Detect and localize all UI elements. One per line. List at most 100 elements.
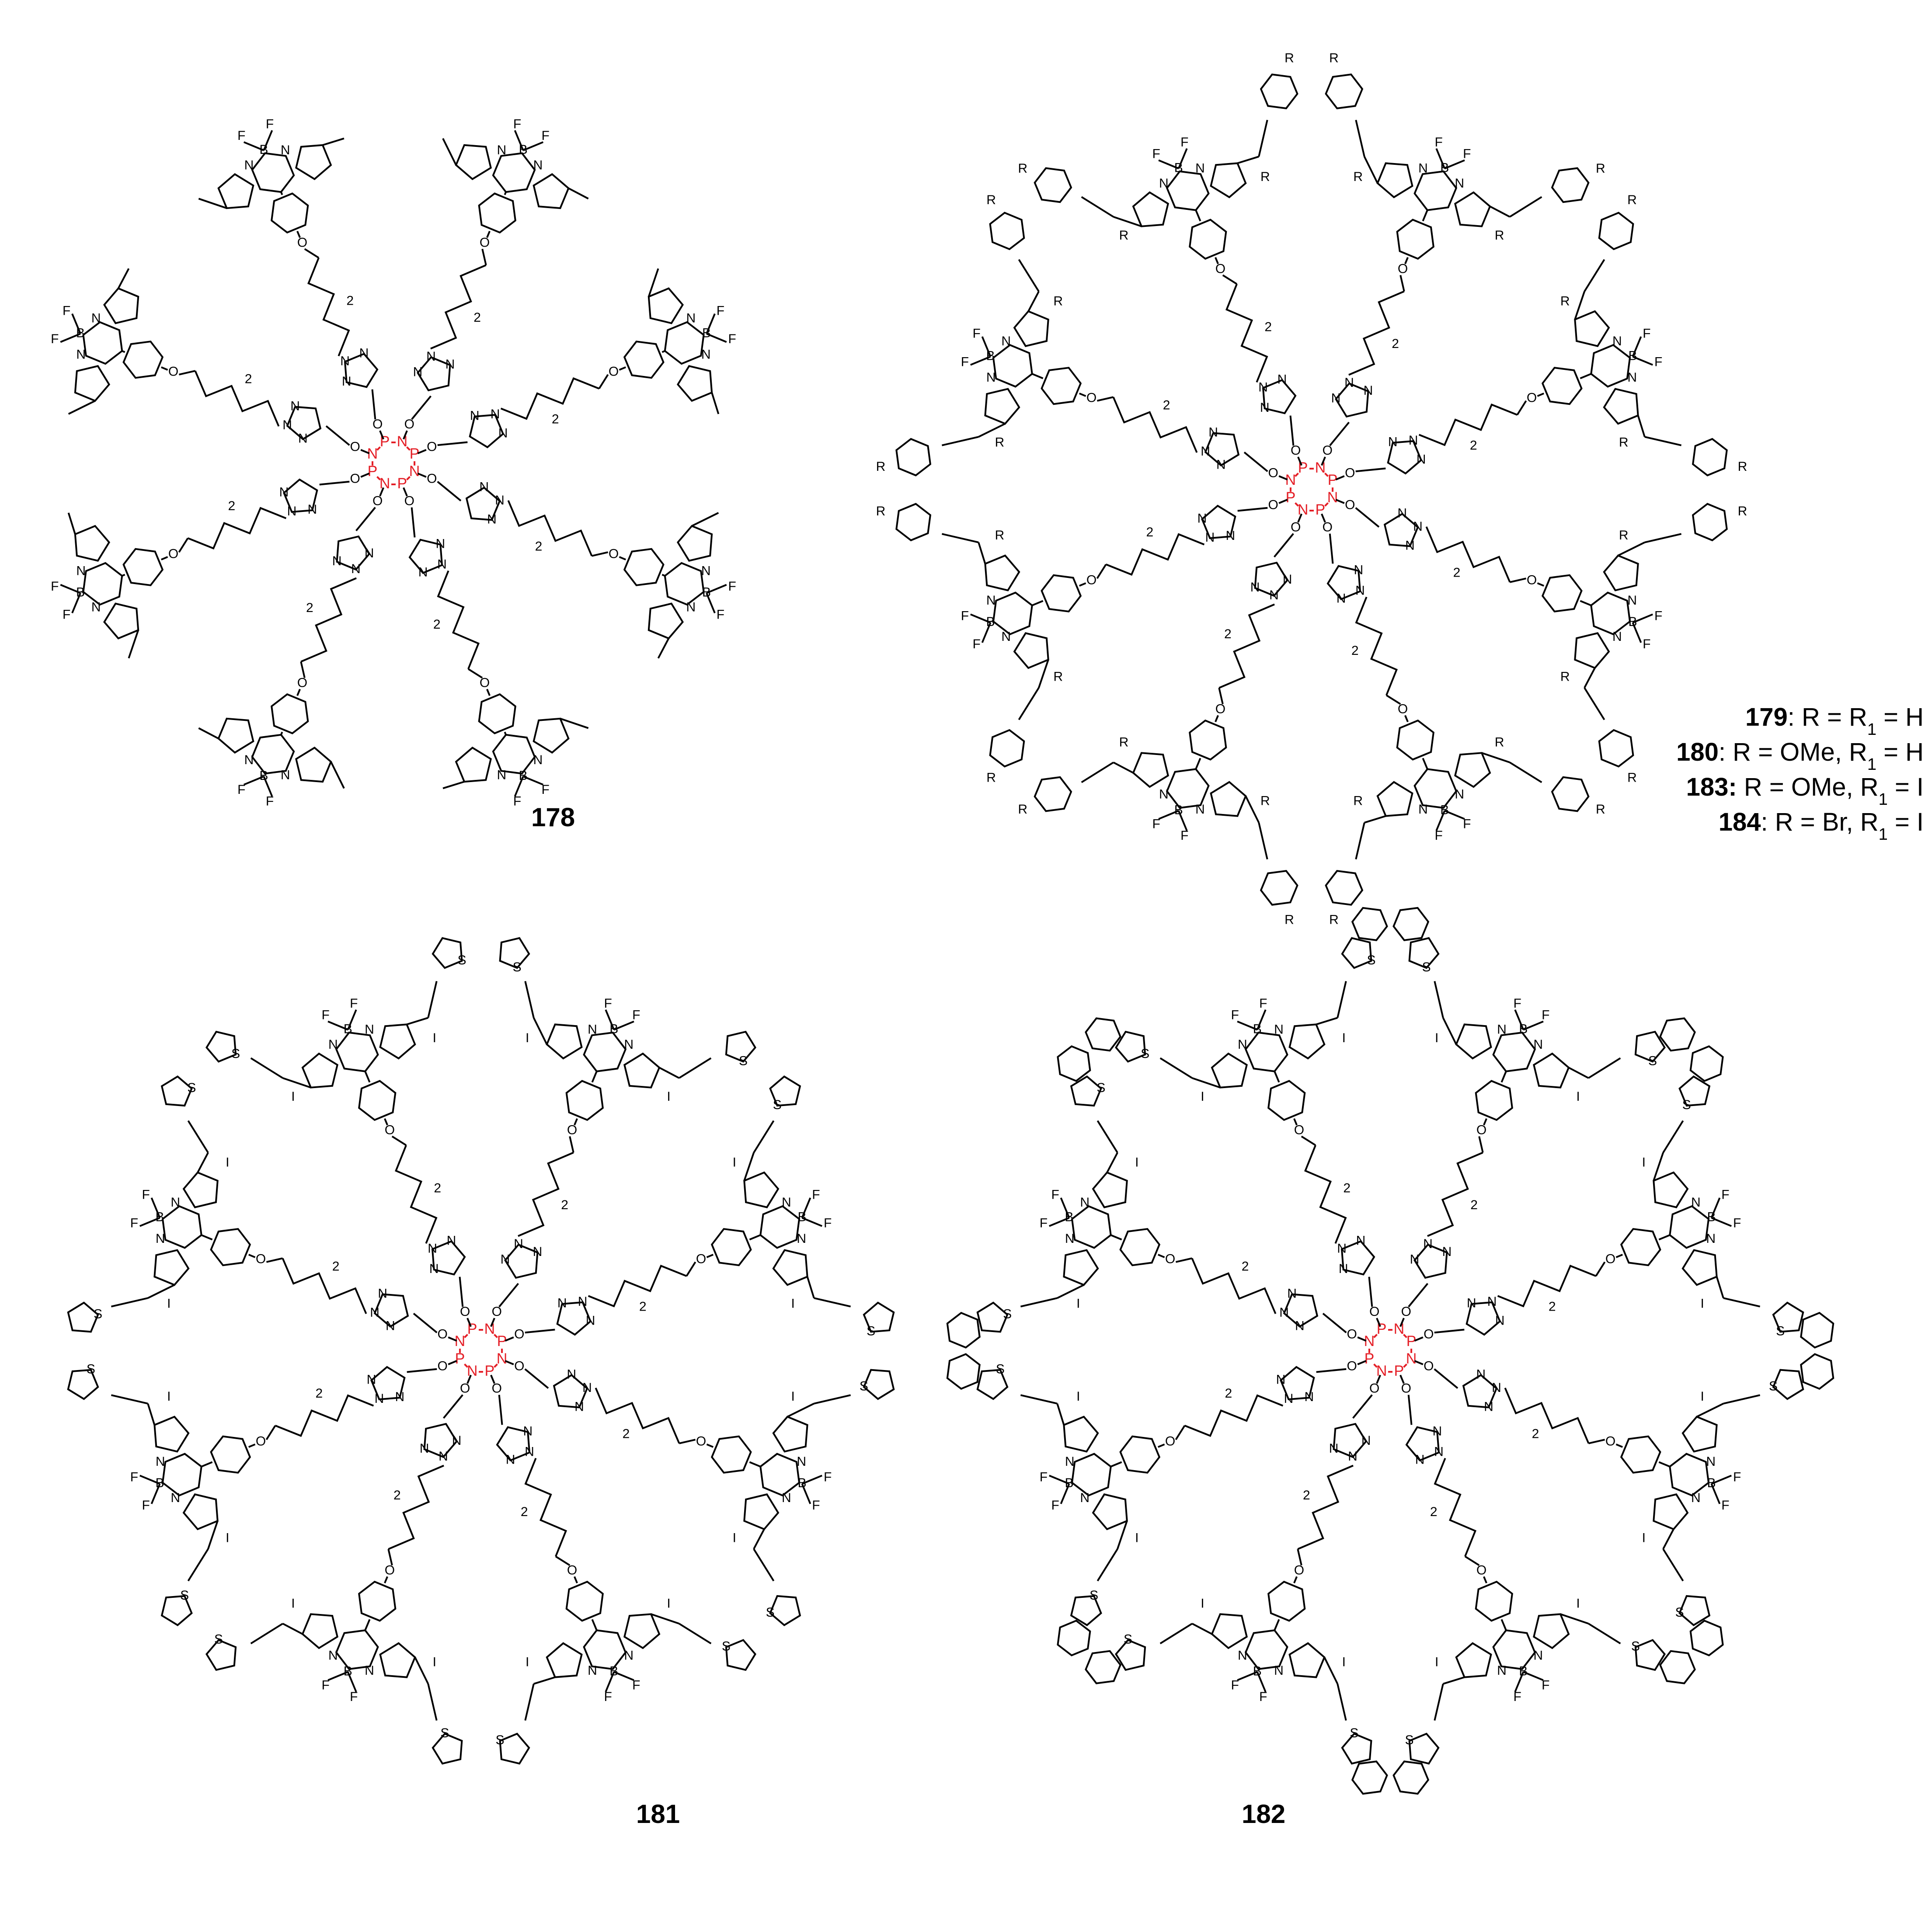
atom-bg xyxy=(366,448,379,462)
bond xyxy=(1710,1197,1721,1218)
atom-label: O xyxy=(1527,390,1537,405)
atom-label: B xyxy=(1440,803,1449,817)
atom-label: N xyxy=(1388,435,1398,449)
atom-label: F xyxy=(142,1498,150,1513)
pyrrole-ring xyxy=(103,287,139,324)
atom-label: F xyxy=(130,1470,138,1485)
atom-label: S xyxy=(1367,953,1375,967)
pyrrole-ring xyxy=(1455,1023,1492,1060)
bond xyxy=(1215,715,1219,722)
bond xyxy=(1256,1009,1267,1030)
bond xyxy=(330,761,345,789)
atom-label: S xyxy=(739,1054,748,1068)
atom-label: O xyxy=(372,494,383,508)
bond xyxy=(1355,119,1365,157)
bond xyxy=(1514,1671,1525,1692)
atom-label: O xyxy=(297,235,307,250)
atom-bg xyxy=(408,465,421,479)
atom-label: N xyxy=(1238,1649,1247,1663)
atom-label: F xyxy=(1152,817,1160,831)
atom-label: O xyxy=(1086,573,1097,587)
bond xyxy=(282,1623,303,1635)
atom-label: S xyxy=(214,1632,223,1647)
bond xyxy=(406,1017,428,1026)
bond xyxy=(591,1071,598,1083)
phenyl-ring xyxy=(478,192,516,234)
bond xyxy=(1584,259,1605,292)
atom-label: N xyxy=(76,348,86,362)
triazole-ring xyxy=(469,414,505,449)
atom-label: R xyxy=(1119,735,1129,750)
bond xyxy=(414,1657,429,1684)
bodipy-central-ring xyxy=(1071,1453,1112,1497)
bond xyxy=(679,1623,712,1645)
atom-label: N xyxy=(797,1454,806,1469)
bond xyxy=(1060,1483,1070,1504)
pyrrole-ring xyxy=(1574,632,1610,669)
bond xyxy=(1723,1297,1761,1308)
bond xyxy=(111,1297,148,1308)
phenyl-ring xyxy=(271,192,309,234)
bond xyxy=(355,507,376,532)
atom-label: N xyxy=(1159,176,1169,191)
atom-label: N xyxy=(367,1372,376,1387)
bond xyxy=(1644,436,1682,446)
bond xyxy=(1020,1297,1058,1308)
bond xyxy=(592,551,609,557)
atom-label: R xyxy=(1495,735,1504,750)
atom-label: N xyxy=(523,1424,533,1439)
atom-label: N xyxy=(701,348,711,362)
atom-label: R xyxy=(1329,51,1339,65)
terminal-ring xyxy=(1598,212,1634,250)
atom-label: O xyxy=(438,1359,448,1373)
bond xyxy=(1711,1217,1732,1227)
bond xyxy=(490,1374,495,1384)
atom-label: I xyxy=(1076,1389,1080,1404)
bond xyxy=(1027,291,1040,312)
atom-label: S xyxy=(513,960,522,974)
atom-label: F xyxy=(604,1690,612,1704)
atom-label: N xyxy=(1258,380,1268,394)
atom-label: F xyxy=(322,1008,330,1023)
triazole-ring xyxy=(1340,1240,1375,1276)
bond xyxy=(360,473,370,478)
atom-label: N xyxy=(498,426,508,440)
atom-label: I xyxy=(791,1389,795,1404)
atom-label: N xyxy=(1337,1241,1347,1256)
triazole-ring xyxy=(1254,561,1288,597)
atom-label: 2 xyxy=(639,1300,647,1314)
bond xyxy=(706,1444,714,1448)
bond xyxy=(1442,1017,1457,1045)
bond xyxy=(941,533,979,543)
alkyl-chain xyxy=(507,500,593,557)
bond xyxy=(442,138,457,166)
bond xyxy=(504,731,507,735)
bodipy-central-ring xyxy=(1669,1453,1710,1497)
bond xyxy=(806,1276,815,1298)
atom-label: I xyxy=(1435,1655,1438,1670)
bond xyxy=(1237,1671,1258,1681)
atom-label: N xyxy=(1197,511,1207,525)
atom-label: N xyxy=(701,563,711,578)
benzo-ring xyxy=(1392,1760,1430,1795)
bond xyxy=(1716,1276,1724,1298)
pyrrole-ring xyxy=(379,1642,416,1678)
bond xyxy=(1662,1120,1684,1153)
atom-label: O xyxy=(480,235,490,250)
triazole-ring xyxy=(1466,1301,1501,1336)
bond xyxy=(403,487,408,497)
bond xyxy=(1478,1136,1484,1153)
atom-label: I xyxy=(291,1089,295,1104)
phenyl-ring xyxy=(122,548,164,586)
alkyl-chain xyxy=(1191,1258,1277,1314)
bond xyxy=(1049,1217,1070,1227)
